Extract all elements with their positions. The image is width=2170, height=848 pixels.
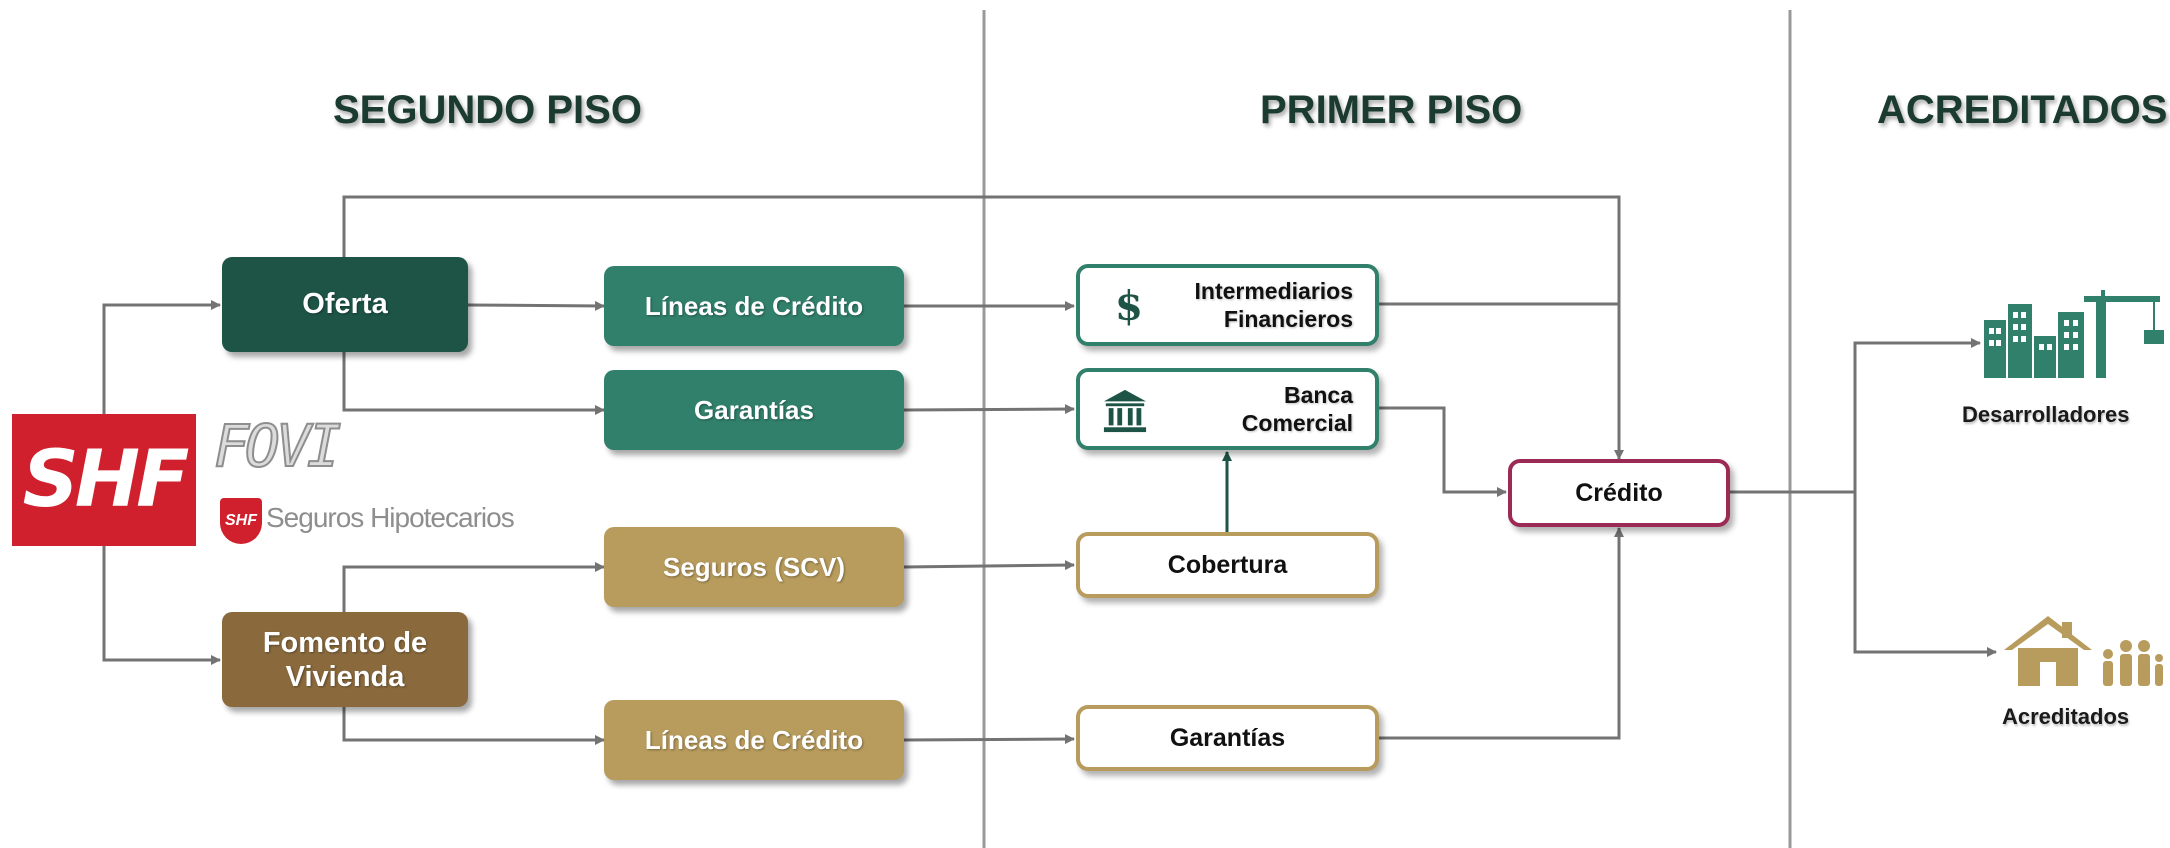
- house-family-icon: [2004, 616, 2163, 686]
- oferta-label: Oferta: [302, 288, 388, 320]
- banca-label-line1: Banca: [1283, 382, 1353, 408]
- acreditados-title: ACREDITADOS: [1877, 88, 2168, 132]
- arrow-fomento-to-seguros: [342, 562, 605, 613]
- lineas-de-credito-box-2: Líneas de Crédito: [604, 700, 904, 780]
- shf-logo-text: SHF: [22, 435, 190, 525]
- intermediarios-financieros-box: $ Intermediarios Financieros: [1076, 264, 1379, 346]
- acreditados-label: Acreditados: [2002, 704, 2130, 729]
- arrow-oferta-to-lineas: [467, 300, 605, 311]
- garantias-label-segundo: Garantías: [694, 394, 814, 425]
- seguros-hipotecarios-text: Seguros Hipotecarios: [266, 502, 515, 533]
- shf-logo: SHF: [12, 414, 196, 546]
- lineas-de-credito-label-1: Líneas de Crédito: [644, 290, 864, 321]
- buildings-crane-icon: [1984, 290, 2164, 378]
- arrow-to-acreditados: [1853, 492, 1997, 657]
- cobertura-box: Cobertura: [1076, 532, 1379, 598]
- fovi-logo-text: FOVI: [213, 411, 343, 481]
- cobertura-label: Cobertura: [1167, 550, 1288, 579]
- svg-text:$: $: [1115, 282, 1143, 330]
- primer-piso-title: PRIMER PISO: [1260, 88, 1523, 132]
- arrow-logo-to-oferta: [102, 300, 221, 415]
- banca-comercial-box: Banca Comercial: [1076, 368, 1379, 450]
- seguros-scv-label: Seguros (SCV): [662, 551, 846, 582]
- desarrolladores-label: Desarrolladores: [1962, 402, 2130, 427]
- arrow-to-desarrolladores: [1853, 338, 1981, 492]
- fomento-label-line1: Fomento de: [262, 626, 428, 659]
- seguros-shield-logo: SHF: [220, 498, 262, 544]
- arrow-lineas2-to-garantias: [903, 734, 1075, 745]
- fovi-logo: FOVI: [213, 411, 343, 481]
- credito-label: Crédito: [1575, 478, 1663, 507]
- arrow-fomento-to-lineas2: [342, 706, 605, 745]
- seguros-scv-box: Seguros (SCV): [604, 527, 904, 607]
- arrow-oferta-top-to-credito: [342, 195, 1624, 460]
- intermediarios-label-line2: Financieros: [1223, 306, 1353, 332]
- lineas-de-credito-box-1: Líneas de Crédito: [604, 266, 904, 346]
- arrow-oferta-to-garantias: [342, 350, 605, 415]
- arrow-garantias-to-credito: [1379, 527, 1624, 740]
- garantias-box-primer: Garantías: [1076, 705, 1379, 771]
- intermediarios-label-line1: Intermediarios: [1194, 278, 1354, 304]
- lineas-de-credito-label-2: Líneas de Crédito: [644, 724, 864, 755]
- seguros-shield-text: SHF: [225, 512, 257, 529]
- segundo-piso-title: SEGUNDO PISO: [333, 88, 642, 132]
- arrow-logo-to-fomento: [102, 545, 221, 665]
- garantias-box-segundo: Garantías: [604, 370, 904, 450]
- garantias-label-primer: Garantías: [1169, 723, 1286, 752]
- arrow-seguros-to-cobertura: [903, 560, 1075, 571]
- dollar-icon: $: [1115, 282, 1143, 330]
- arrow-banca-to-credito: [1379, 406, 1507, 497]
- oferta-box: Oferta: [222, 257, 468, 352]
- bank-icon: [1103, 389, 1147, 433]
- fomento-de-vivienda-box: Fomento de Vivienda: [222, 612, 468, 707]
- arrow-garantias-to-banca: [903, 404, 1075, 415]
- fomento-label-line2: Vivienda: [285, 660, 405, 693]
- banca-label-line2: Comercial: [1241, 410, 1353, 436]
- credito-box: Crédito: [1508, 459, 1730, 527]
